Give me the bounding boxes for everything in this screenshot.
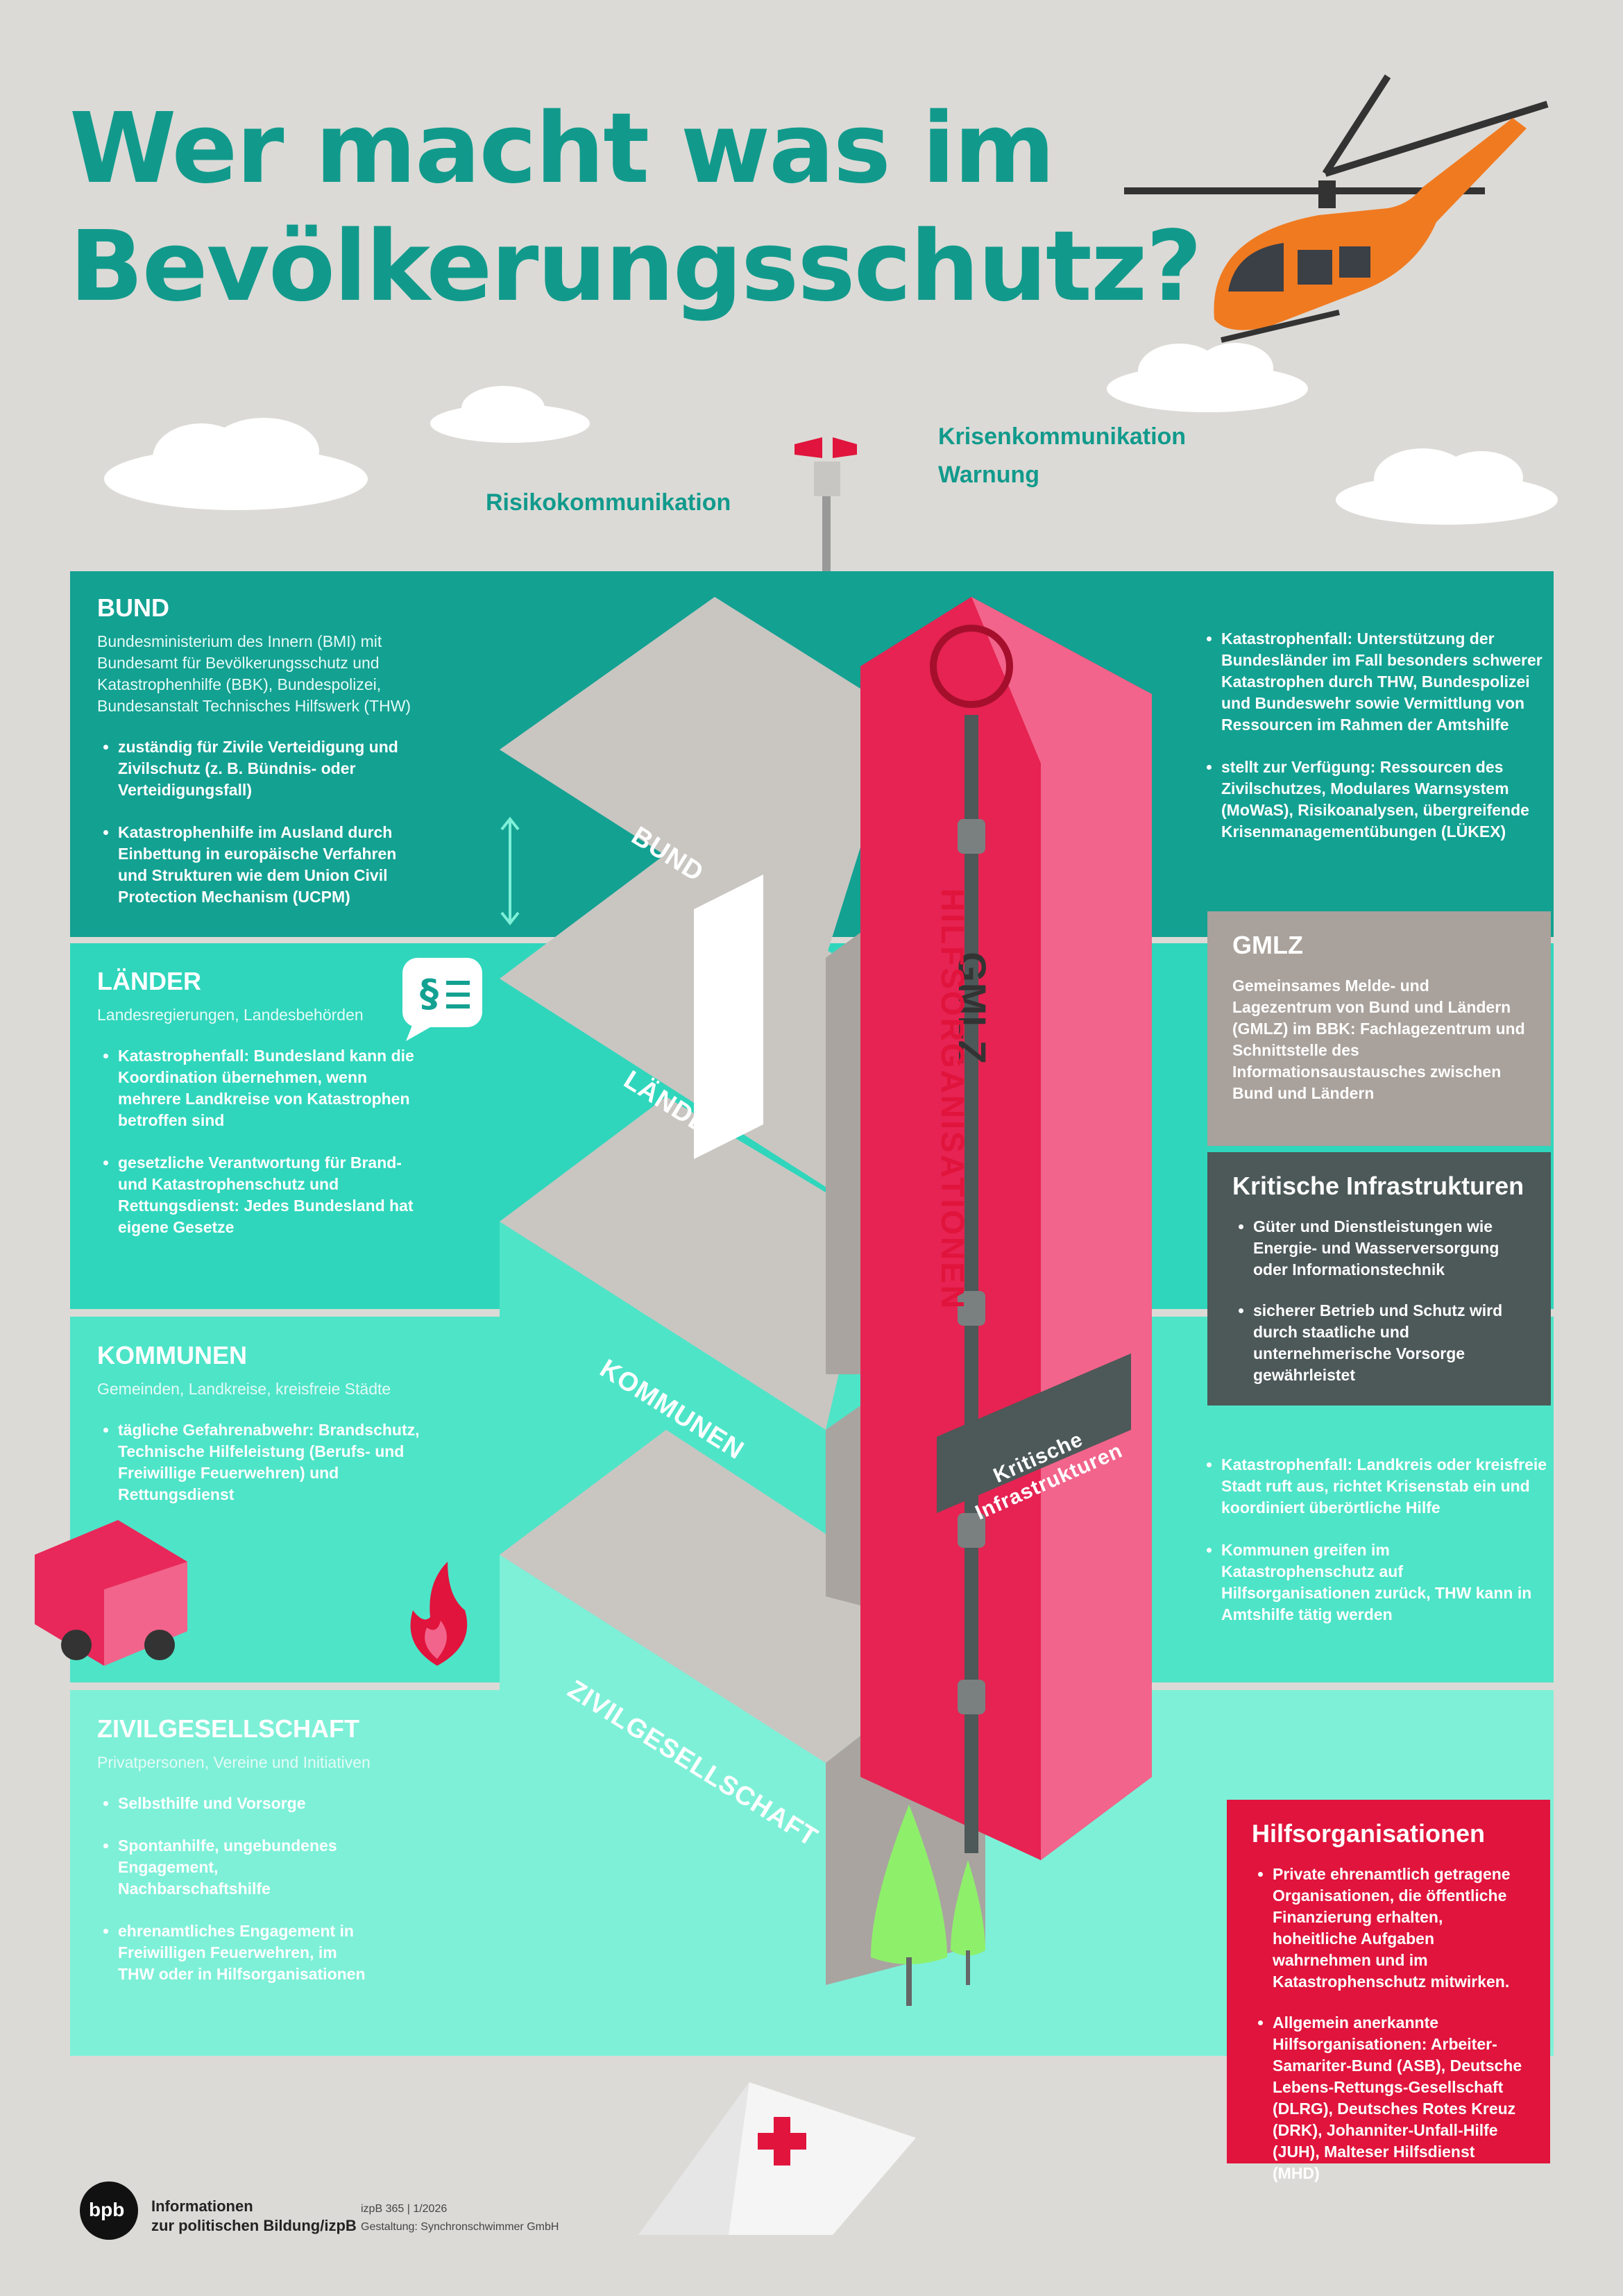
info-box-kritis: Kritische Infrastrukturen Güter und Dien…	[1207, 1152, 1551, 1406]
info-box-gmlz: GMLZ Gemeinsames Melde- und Lagezentrum …	[1207, 911, 1551, 1146]
trees-illustration	[871, 1805, 985, 2006]
footer-design: Gestaltung: Synchronschwimmer GmbH	[361, 2221, 559, 2233]
box-heading: GMLZ	[1232, 931, 1303, 959]
list-item: stellt zur Verfügung: Ressourcen des Ziv…	[1221, 757, 1547, 843]
list-item: Katastrophenfall: Bundesland kann die Ko…	[118, 1045, 423, 1131]
footer-meta: izpB 365 | 1/2026 Gestaltung: Synchronsc…	[361, 2200, 559, 2236]
info-box-hilfsorganisationen: Hilfsorganisationen Private ehrenamtlich…	[1227, 1800, 1550, 2182]
panel-heading: LÄNDER	[97, 967, 201, 995]
fire-truck-illustration	[35, 1520, 187, 1666]
bund-right-text: Katastrophenfall: Unterstützung der Bund…	[1200, 628, 1547, 863]
title-line-2: Bevölkerungsschutz?	[69, 210, 1203, 323]
law-document-icon: §	[402, 958, 482, 1041]
label-krisenkommunikation: Krisenkommunikation	[938, 423, 1187, 450]
logo-text: bpb	[89, 2199, 125, 2220]
helicopter-illustration	[1124, 74, 1549, 343]
panel-kommunen: KOMMUNEN Gemeinden, Landkreise, kreisfre…	[97, 1341, 423, 1526]
kommunen-right-text: Katastrophenfall: Landkreis oder kreisfr…	[1200, 1454, 1547, 1646]
label-warnung: Warnung	[938, 462, 1040, 488]
list-item: zuständig für Zivile Verteidigung und Zi…	[118, 736, 423, 801]
list-item: Katastrophenfall: Unterstützung der Bund…	[1221, 628, 1547, 736]
list-item: tägliche Gefahrenabwehr: Brandschutz, Te…	[118, 1419, 423, 1505]
footer-issue: izpB 365 | 1/2026	[361, 2203, 448, 2215]
title-line-1: Wer macht was im	[69, 92, 1055, 205]
panel-subtitle: Gemeinden, Landkreise, kreisfreie Städte	[97, 1380, 391, 1398]
list-item: Güter und Dienstleistungen wie Energie- …	[1253, 1216, 1526, 1281]
panel-subtitle: Privatpersonen, Vereine und Initiativen	[97, 1753, 371, 1771]
list-item: sicherer Betrieb und Schutz wird durch s…	[1253, 1300, 1526, 1386]
box-heading: Hilfsorganisationen	[1252, 1819, 1486, 1848]
aid-tent-illustration	[638, 2082, 916, 2235]
cloud-shape	[430, 386, 590, 443]
page-title: Wer macht was im Bevölkerungsschutz?	[69, 90, 1203, 326]
list-item: Selbsthilfe und Vorsorge	[118, 1793, 375, 1814]
building-illustration	[500, 597, 1152, 1985]
list-item: Kommunen greifen im Katastrophenschutz a…	[1221, 1539, 1547, 1626]
panel-subtitle: Bundesministerium des Innern (BMI) mit B…	[97, 632, 411, 715]
list-item: Katastrophenfall: Landkreis oder kreisfr…	[1221, 1454, 1547, 1519]
box-text: Gemeinsames Melde- und Lagezentrum von B…	[1232, 977, 1525, 1102]
box-heading: Kritische Infrastrukturen	[1232, 1172, 1524, 1200]
list-item: Katastrophenhilfe im Ausland durch Einbe…	[118, 822, 423, 908]
footer-org: Informationen zur politischen Bildung/iz…	[151, 2197, 357, 2236]
panel-subtitle: Landesregierungen, Landesbehörden	[97, 1006, 364, 1024]
panel-zivilgesellschaft: ZIVILGESELLSCHAFT Privatpersonen, Verein…	[97, 1714, 375, 2006]
panel-heading: ZIVILGESELLSCHAFT	[97, 1714, 359, 1743]
svg-text:§: §	[420, 972, 439, 1015]
panel-heading: KOMMUNEN	[97, 1341, 247, 1369]
double-arrow-icon	[500, 816, 520, 926]
label-risikokommunikation: Risikokommunikation	[486, 489, 731, 516]
panel-laender: LÄNDER Landesregierungen, Landesbehörden…	[97, 967, 423, 1259]
list-item: Private ehrenamtlich getragene Organisat…	[1273, 1864, 1525, 1993]
footer-org-line-1: Informationen	[151, 2197, 253, 2215]
footer-org-line-2: zur politischen Bildung/izpB	[151, 2217, 357, 2234]
list-item: ehrenamtliches Engagement in Freiwillige…	[118, 1921, 375, 1985]
cloud-shape	[104, 418, 368, 510]
panel-bund: BUND Bundesministerium des Innern (BMI) …	[97, 593, 423, 929]
siren-icon	[794, 437, 857, 583]
fire-icon	[410, 1562, 468, 1666]
cloud-shape	[1336, 448, 1558, 525]
list-item: Allgemein anerkannte Hilfsorganisationen…	[1273, 2012, 1525, 2184]
hilfsorg-tower-label: HILFSORGANISATIONEN	[935, 888, 971, 1311]
list-item: Spontanhilfe, ungebundenes Engagement, N…	[118, 1835, 375, 1900]
cloud-shape	[1107, 343, 1308, 412]
bpb-logo	[80, 2181, 138, 2240]
panel-heading: BUND	[97, 593, 169, 622]
list-item: gesetzliche Verantwortung für Brand- und…	[118, 1152, 423, 1238]
